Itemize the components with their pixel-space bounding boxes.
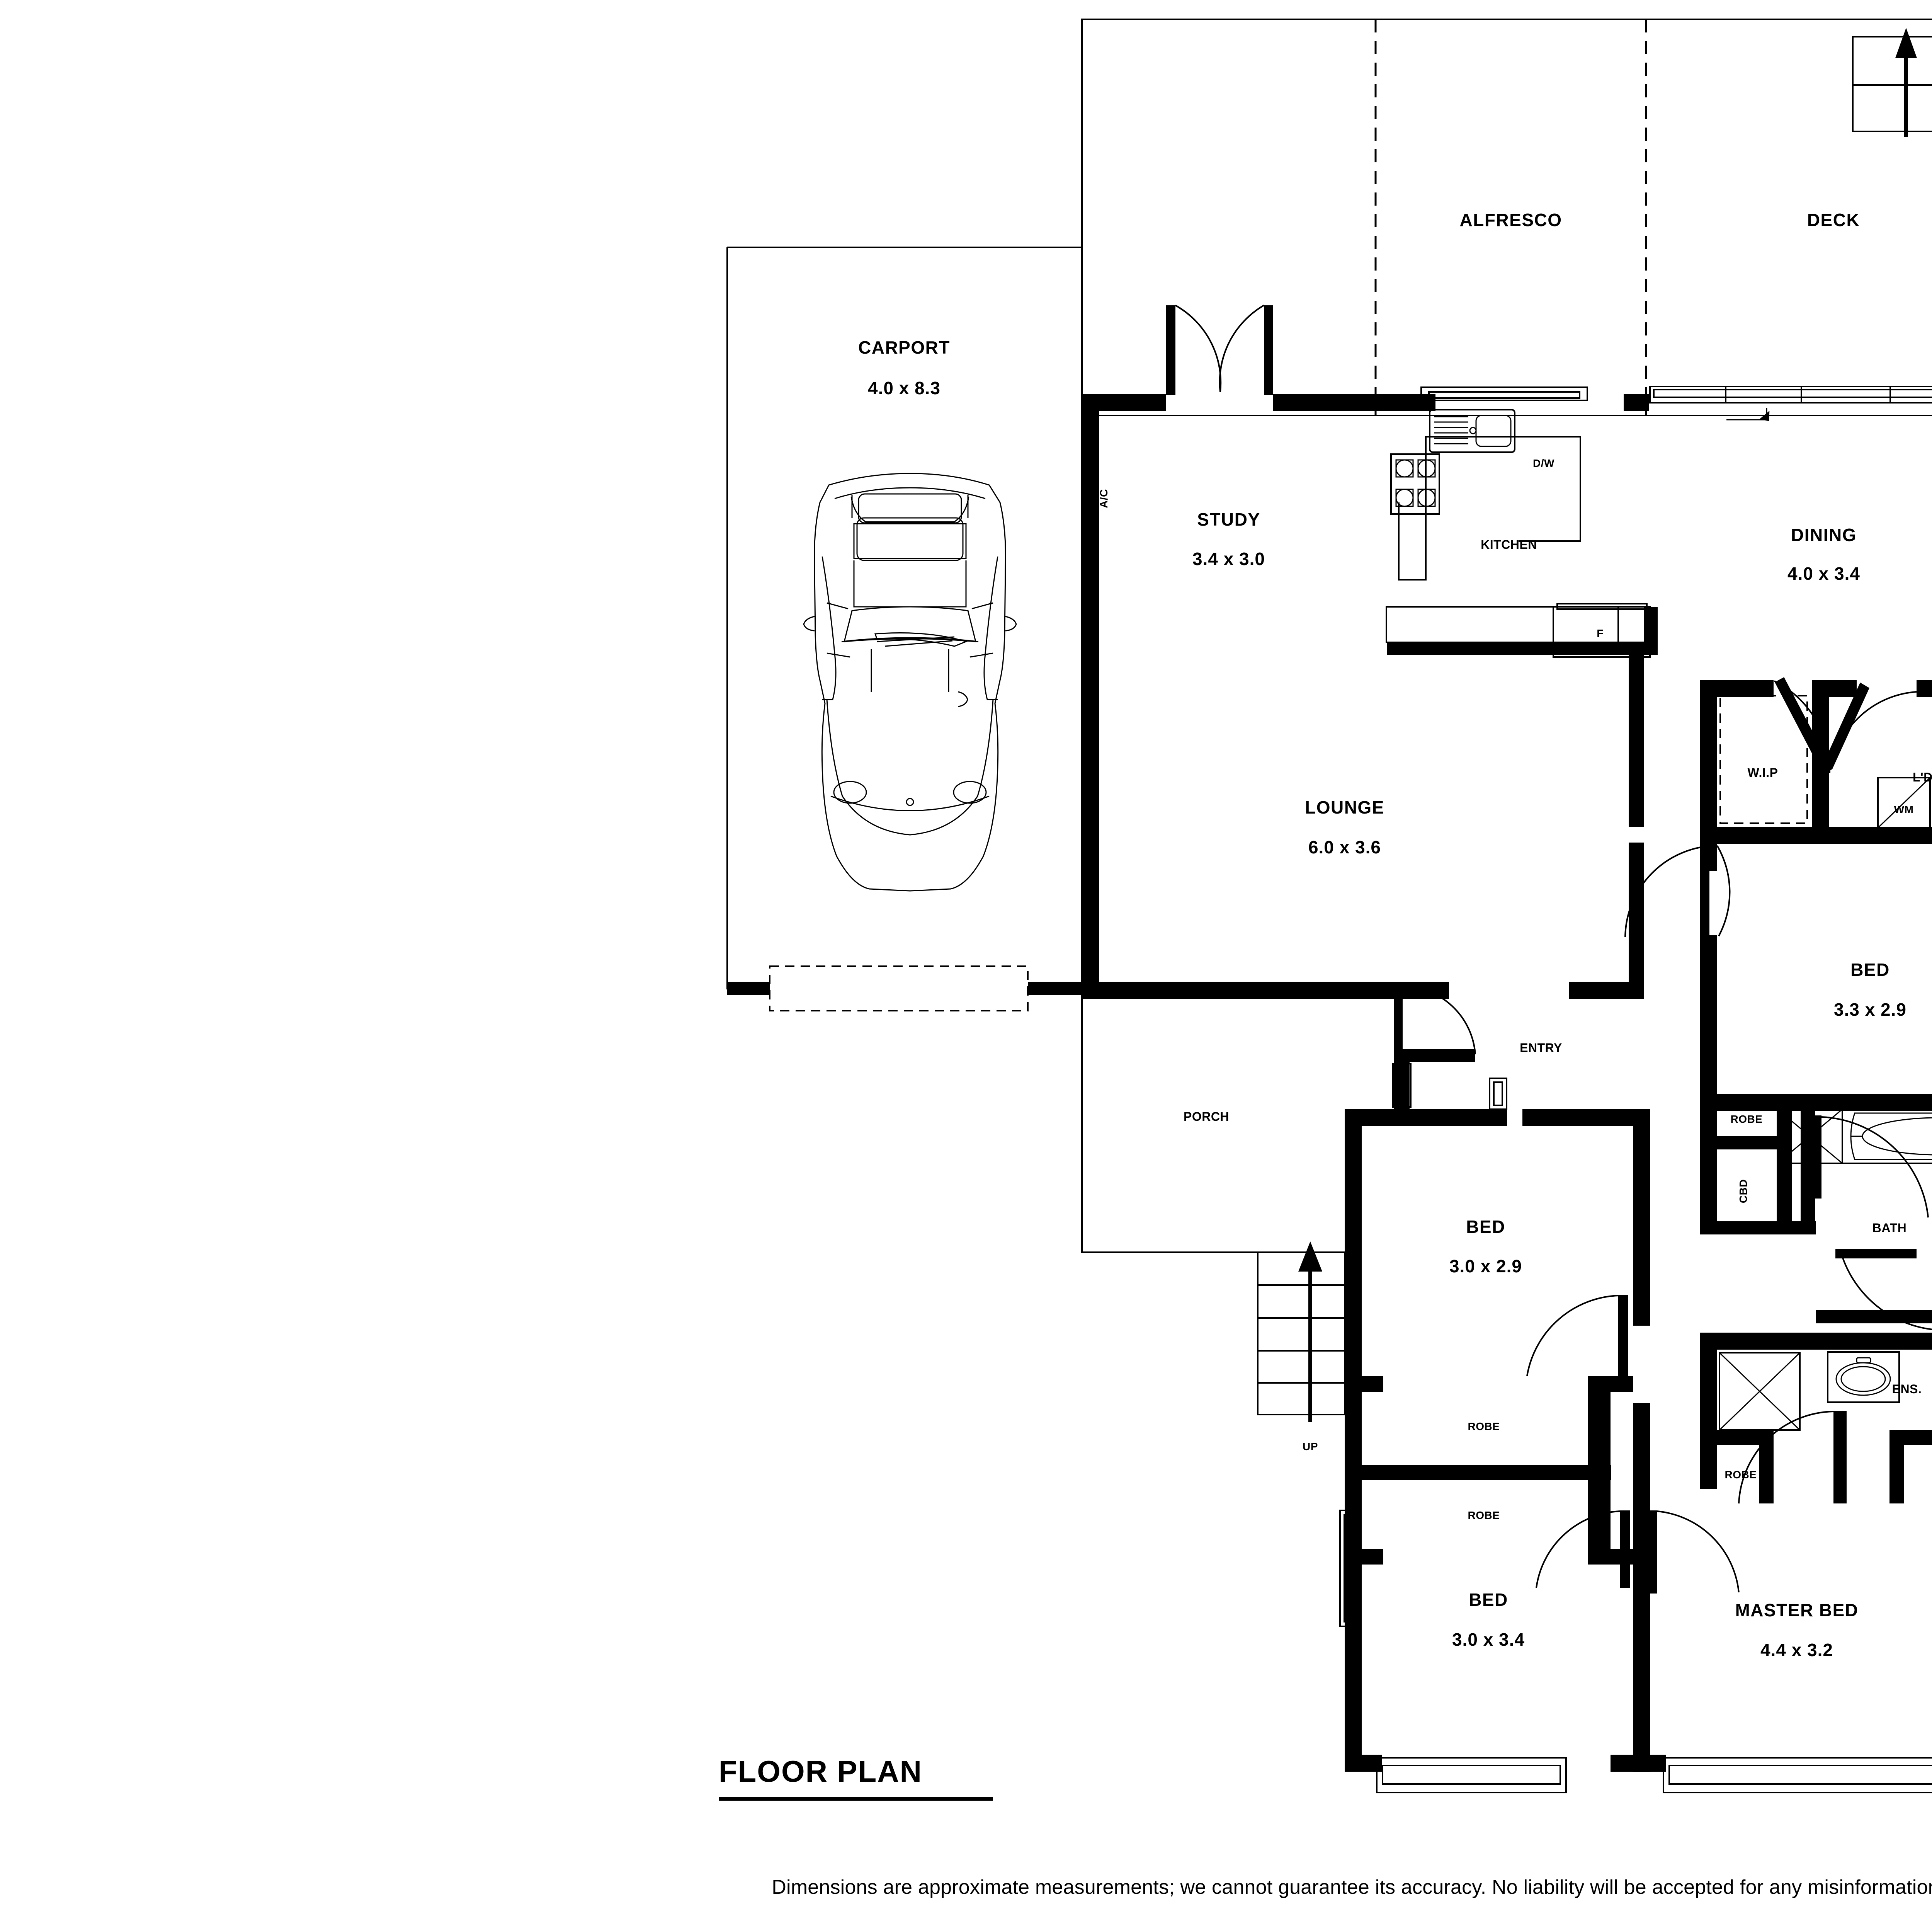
disclaimer-text: Dimensions are approximate measurements;…	[772, 1876, 1932, 1898]
alfresco-deck-dividers	[1374, 19, 1647, 415]
cupboard-label: CBD	[1737, 1179, 1749, 1203]
room-label-bed2: BED	[1850, 960, 1890, 980]
dishwasher-label: D/W	[1533, 457, 1554, 469]
kitchen-fixtures	[1386, 409, 1651, 658]
bathroom-fixtures	[1719, 1108, 1932, 1431]
room-dim-dining: 4.0 x 3.4	[1787, 564, 1860, 584]
fridge-label: F	[1597, 627, 1604, 639]
room-label-carport: CARPORT	[858, 337, 950, 358]
stairs-up-label: UP	[1303, 1440, 1318, 1452]
room-label-study: STUDY	[1197, 509, 1260, 529]
alfresco-deck-outline	[1081, 19, 1932, 416]
robe-label-bed4: ROBE	[1725, 1469, 1757, 1481]
room-label-dining: DINING	[1791, 525, 1857, 545]
windows	[1339, 386, 1932, 1793]
robe-label-bed3-a: ROBE	[1468, 1420, 1500, 1432]
room-label-alfresco: ALFRESCO	[1460, 210, 1562, 230]
room-label-ens: ENS.	[1892, 1382, 1922, 1396]
ac-label: A/C	[1098, 489, 1110, 508]
room-dim-carport: 4.0 x 8.3	[868, 378, 940, 398]
laundry-fixtures	[1719, 695, 1931, 829]
room-label-bed3: BED	[1466, 1217, 1505, 1237]
room-dim-bed2: 3.3 x 2.9	[1834, 999, 1906, 1020]
room-dim-bed4: 3.0 x 3.4	[1452, 1629, 1525, 1650]
title-underline	[719, 1797, 993, 1801]
room-label-kitchen: KITCHEN	[1481, 538, 1537, 552]
doors	[1166, 305, 1932, 1594]
room-dim-lounge: 6.0 x 3.6	[1308, 837, 1381, 857]
car-illustration	[803, 473, 1017, 892]
room-label-entry: ENTRY	[1520, 1041, 1562, 1055]
deck-stairs	[1852, 28, 1932, 137]
room-label-wip: W.I.P	[1748, 766, 1778, 780]
fixture-labels: A/C D/W F WM CBD UP ROBE ROBE ROBE ROBE …	[1098, 457, 1914, 1521]
room-label-bath: BATH	[1872, 1221, 1907, 1235]
washing-machine-label: WM	[1894, 804, 1914, 815]
robe-label-bed2: ROBE	[1731, 1113, 1763, 1125]
room-dim-study: 3.4 x 3.0	[1192, 549, 1265, 569]
page-title: FLOOR PLAN	[719, 1754, 922, 1788]
robe-label-bed3-b: ROBE	[1468, 1509, 1500, 1521]
room-label-porch: PORCH	[1184, 1110, 1229, 1124]
room-dim-master: 4.4 x 3.2	[1760, 1640, 1833, 1660]
carport-gate	[727, 965, 1084, 1011]
room-label-master: MASTER BED	[1735, 1600, 1858, 1620]
room-label-bed4: BED	[1469, 1590, 1508, 1610]
room-labels: ALFRESCO DECK CARPORT 4.0 x 8.3 STUDY 3.…	[858, 210, 1932, 1660]
porch-stairs	[1257, 1241, 1345, 1422]
room-label-ldry: L'DRY	[1913, 770, 1932, 784]
room-dim-bed3: 3.0 x 2.9	[1449, 1256, 1522, 1276]
room-label-deck: DECK	[1807, 210, 1860, 230]
room-label-lounge: LOUNGE	[1305, 797, 1384, 817]
